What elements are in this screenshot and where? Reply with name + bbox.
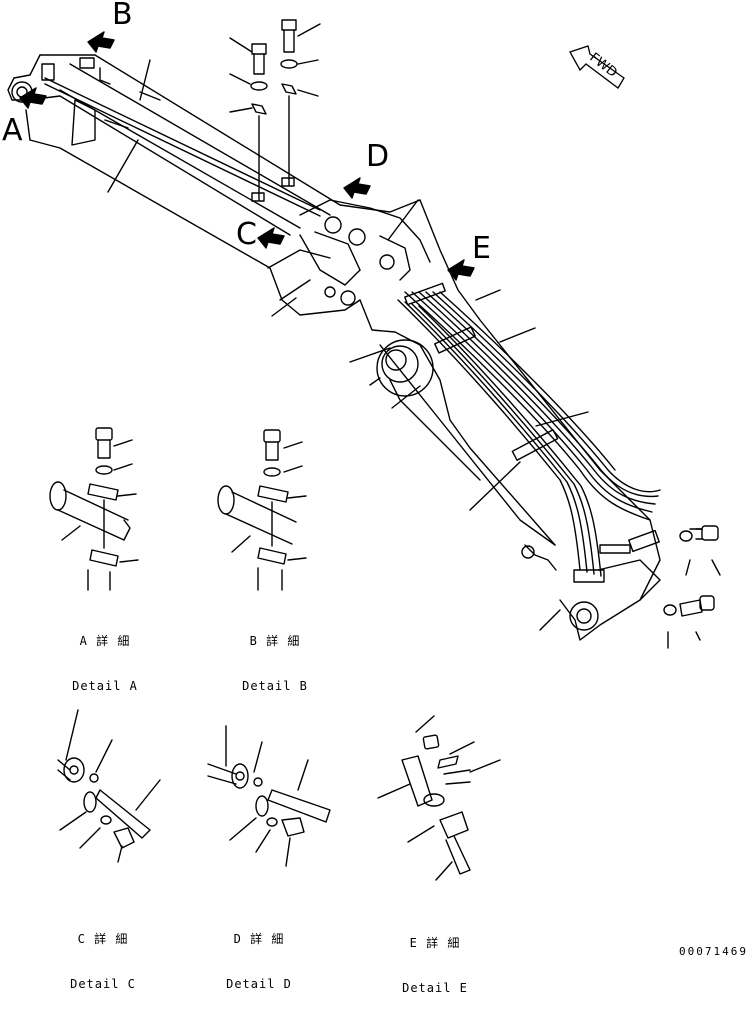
detail-a-caption: A 詳 細 Detail A [60,604,150,709]
view-label-c: C [236,217,257,252]
detail-b-jp: B 詳 細 [249,634,301,648]
detail-a-drawing [49,427,139,591]
detail-c-caption: C 詳 細 Detail C [58,902,148,1007]
detail-e-en: Detail E [402,981,468,995]
detail-c-jp: C 詳 細 [77,932,129,946]
detail-d-en: Detail D [226,977,292,991]
view-arrow-icon-a [20,86,21,87]
detail-d-drawing [207,725,331,867]
detail-e-drawing [377,715,501,881]
detail-a-jp: A 詳 細 [79,634,131,648]
detail-b-drawing [217,429,307,591]
view-label-b: B [112,0,133,32]
detail-c-en: Detail C [70,977,136,991]
right-exploded-bolts [663,525,721,649]
exploded-parts-drawing [7,19,721,881]
upper-exploded-bolts [107,19,589,631]
detail-d-caption: D 詳 細 Detail D [214,902,304,1007]
detail-e-caption: E 詳 細 Detail E [390,906,480,1011]
view-label-a: A [2,113,23,148]
view-label-d: D [366,139,390,174]
forward-arrow-icon: FWD [568,42,630,96]
arm-structure [7,54,661,641]
document-number: 00071469 [679,945,748,958]
detail-d-jp: D 詳 細 [233,932,285,946]
view-arrows [19,31,475,281]
hydraulic-hoses [397,282,661,583]
detail-a-en: Detail A [72,679,138,693]
detail-b-caption: B 詳 細 Detail B [230,604,320,709]
view-label-e: E [472,231,491,266]
detail-b-en: Detail B [242,679,308,693]
detail-c-drawing [57,709,161,863]
detail-e-jp: E 詳 細 [409,936,461,950]
arm-piping [41,57,321,217]
